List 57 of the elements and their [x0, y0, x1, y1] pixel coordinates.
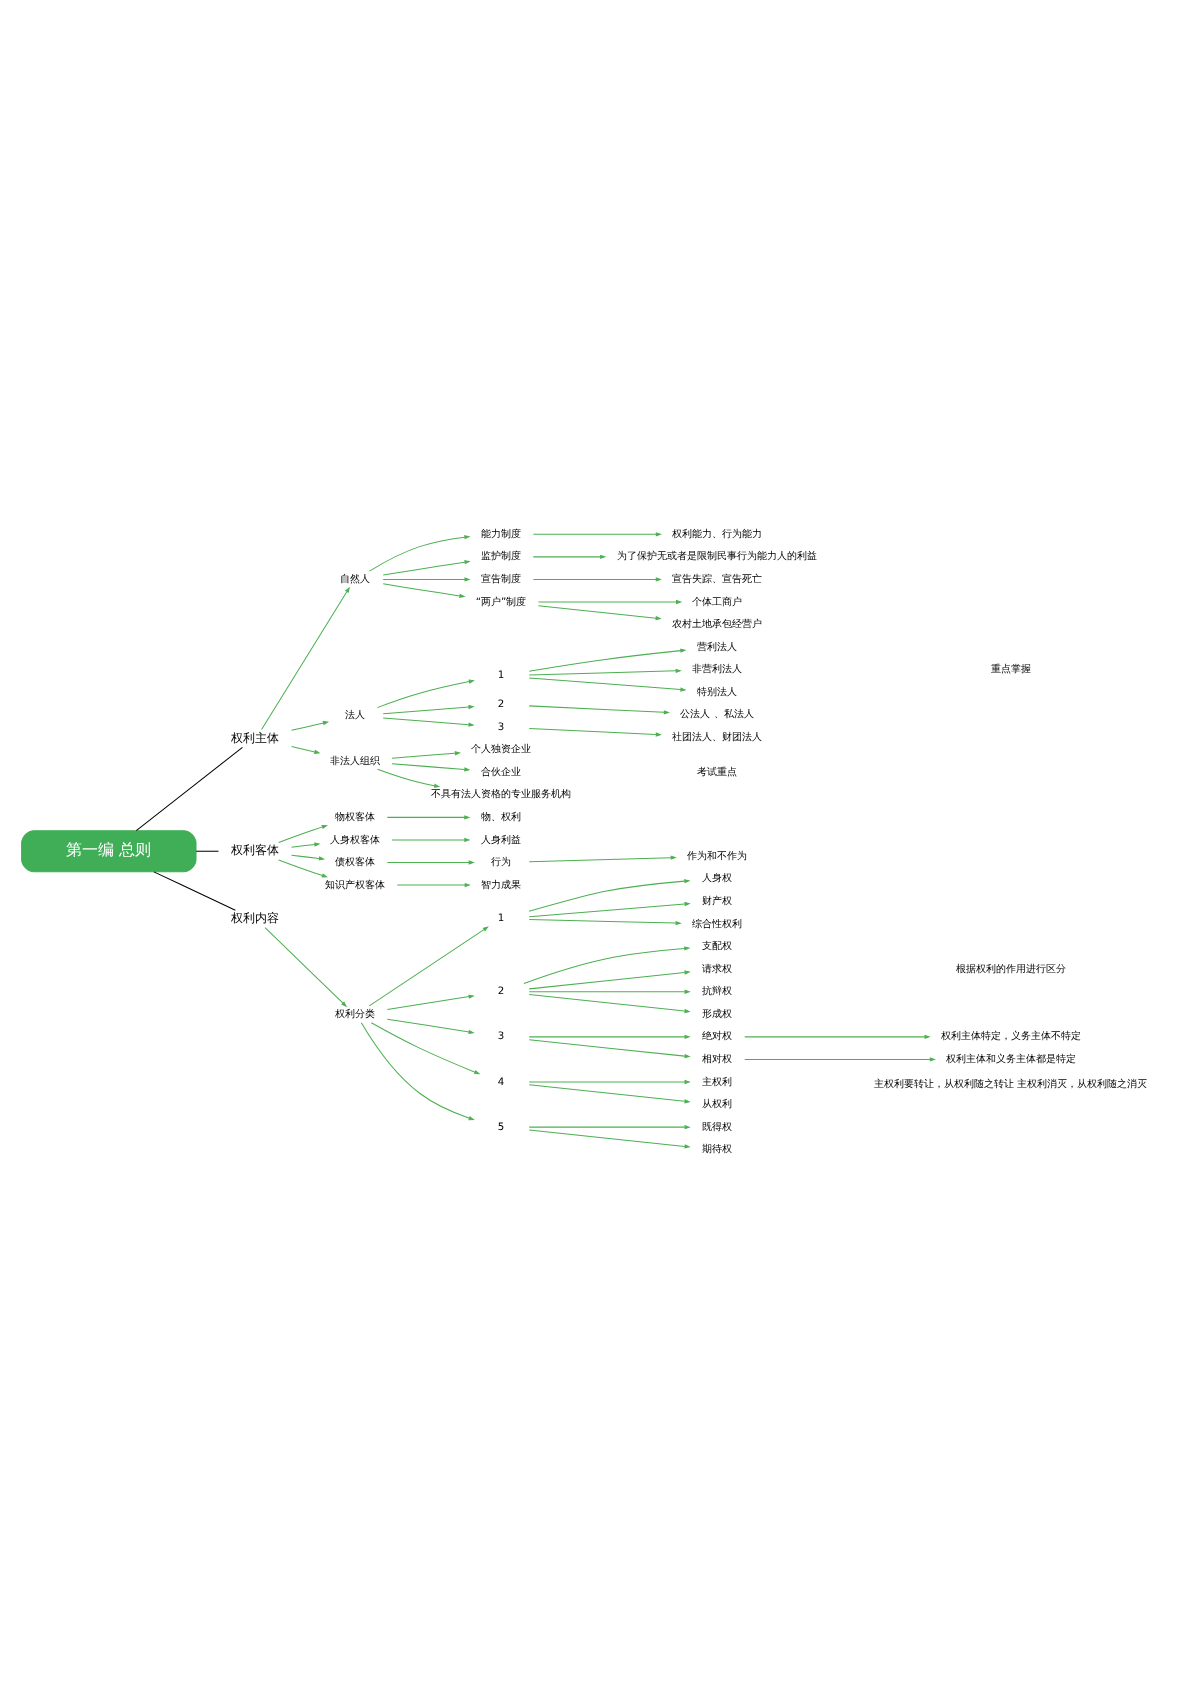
arrow: [532, 532, 662, 537]
arrow: [396, 882, 471, 888]
arrow: [386, 860, 475, 865]
arrow: [537, 605, 662, 621]
arrow: [528, 994, 691, 1014]
arrow: [528, 989, 691, 994]
connector: [195, 850, 219, 852]
arrow: [278, 859, 328, 878]
arrow: [528, 1124, 691, 1130]
arrow: [386, 815, 471, 820]
arrow: [528, 879, 691, 912]
arrow: [370, 1022, 481, 1075]
arrow: [291, 720, 330, 731]
arrow: [528, 901, 691, 918]
arrow: [391, 751, 461, 759]
arrow: [528, 1084, 691, 1104]
arrow: [528, 705, 670, 715]
arrow: [382, 577, 471, 582]
arrow: [528, 1034, 691, 1040]
arrow: [532, 554, 607, 560]
arrow: [261, 586, 350, 730]
arrow: [523, 946, 691, 984]
arrow: [528, 677, 687, 692]
arrow: [382, 704, 475, 715]
arrow: [368, 926, 489, 1007]
arrow: [528, 1129, 691, 1149]
arrow: [291, 842, 321, 848]
arrow: [744, 1057, 936, 1062]
arrow: [368, 535, 471, 572]
arrow: [386, 994, 475, 1010]
arrow: [528, 1079, 691, 1085]
arrow: [382, 560, 471, 576]
arrow: [291, 746, 321, 754]
arrow: [528, 970, 691, 990]
arrow: [528, 855, 677, 863]
connector: [153, 871, 236, 911]
arrow: [382, 583, 466, 598]
arrow: [528, 1039, 691, 1059]
connector: [135, 746, 243, 832]
arrow: [360, 1022, 475, 1121]
arrow: [386, 1018, 475, 1035]
arrow: [528, 648, 687, 672]
arrow: [532, 577, 662, 582]
node-box: 第一编 总则: [21, 830, 197, 873]
arrow: [382, 717, 475, 727]
arrow: [391, 837, 471, 843]
arrow: [391, 763, 471, 772]
arrow: [291, 854, 326, 861]
arrow: [528, 668, 682, 676]
arrow: [528, 727, 662, 737]
arrow: [537, 599, 683, 605]
arrow: [278, 824, 328, 843]
arrow: [376, 679, 475, 709]
arrow: [528, 919, 682, 926]
arrow: [377, 768, 441, 788]
arrow: [744, 1034, 931, 1040]
arrow: [264, 927, 348, 1008]
